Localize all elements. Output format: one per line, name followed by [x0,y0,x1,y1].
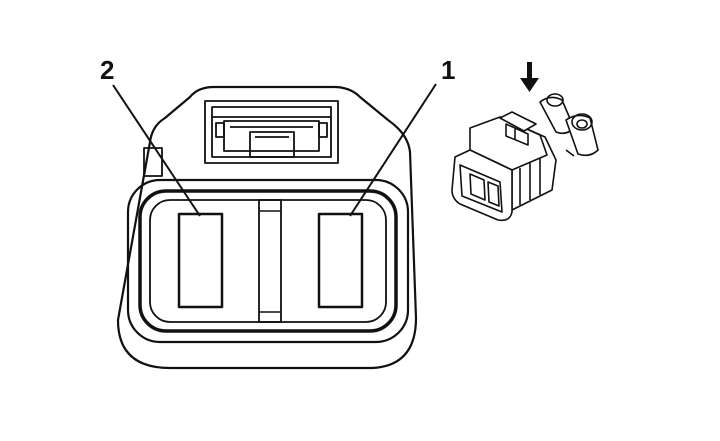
mating-face-ring [138,189,398,333]
terminal-cavity-2 [177,212,224,309]
polarization-key [143,147,163,177]
connector-housing-outline [116,85,418,370]
down-arrow-icon [520,62,539,92]
pin-label-1: 1 [441,55,455,85]
leader-line-2 [112,84,201,217]
mating-face-inner [149,199,387,323]
mating-face-outer [126,178,410,344]
connector-iso-view [451,62,599,222]
locking-tab [204,100,339,164]
center-rib [258,199,282,323]
terminal-cavity-1 [317,212,364,309]
callout-1: 1 [349,55,455,217]
callout-2: 2 [100,55,201,217]
pin-label-2: 2 [100,55,114,85]
connector-face-view [116,85,418,370]
leader-line-1 [349,83,437,217]
